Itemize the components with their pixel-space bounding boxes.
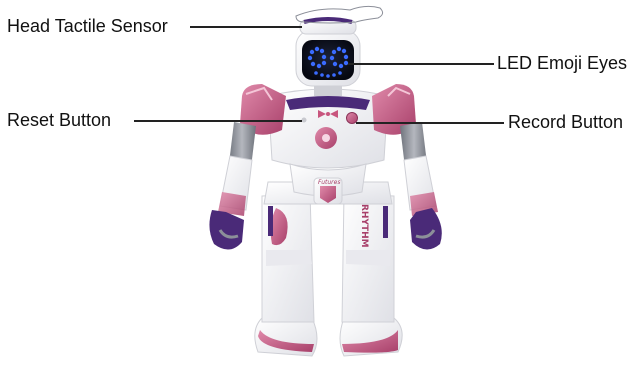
right-foot (340, 318, 402, 356)
right-arm (400, 122, 438, 216)
record-leader-line (356, 122, 504, 124)
left-leg (262, 194, 314, 322)
head-sensor-leader-line (190, 26, 302, 28)
left-foot (255, 318, 317, 356)
reset-button[interactable] (302, 118, 307, 123)
eyes-leader-line (348, 63, 494, 65)
leg-rhythm-text: RHYTHM (359, 204, 369, 248)
left-hand (209, 210, 244, 250)
record-button-label: Record Button (508, 112, 623, 132)
torso-badge-text: Futures (318, 179, 340, 186)
right-leg: RHYTHM (342, 194, 394, 322)
right-hand (410, 208, 442, 250)
reset-button-label: Reset Button (7, 110, 111, 130)
reset-leader-line (134, 120, 302, 122)
left-arm (218, 122, 256, 216)
head-tactile-sensor-label: Head Tactile Sensor (7, 16, 168, 36)
led-emoji-eyes-label: LED Emoji Eyes (497, 53, 627, 73)
